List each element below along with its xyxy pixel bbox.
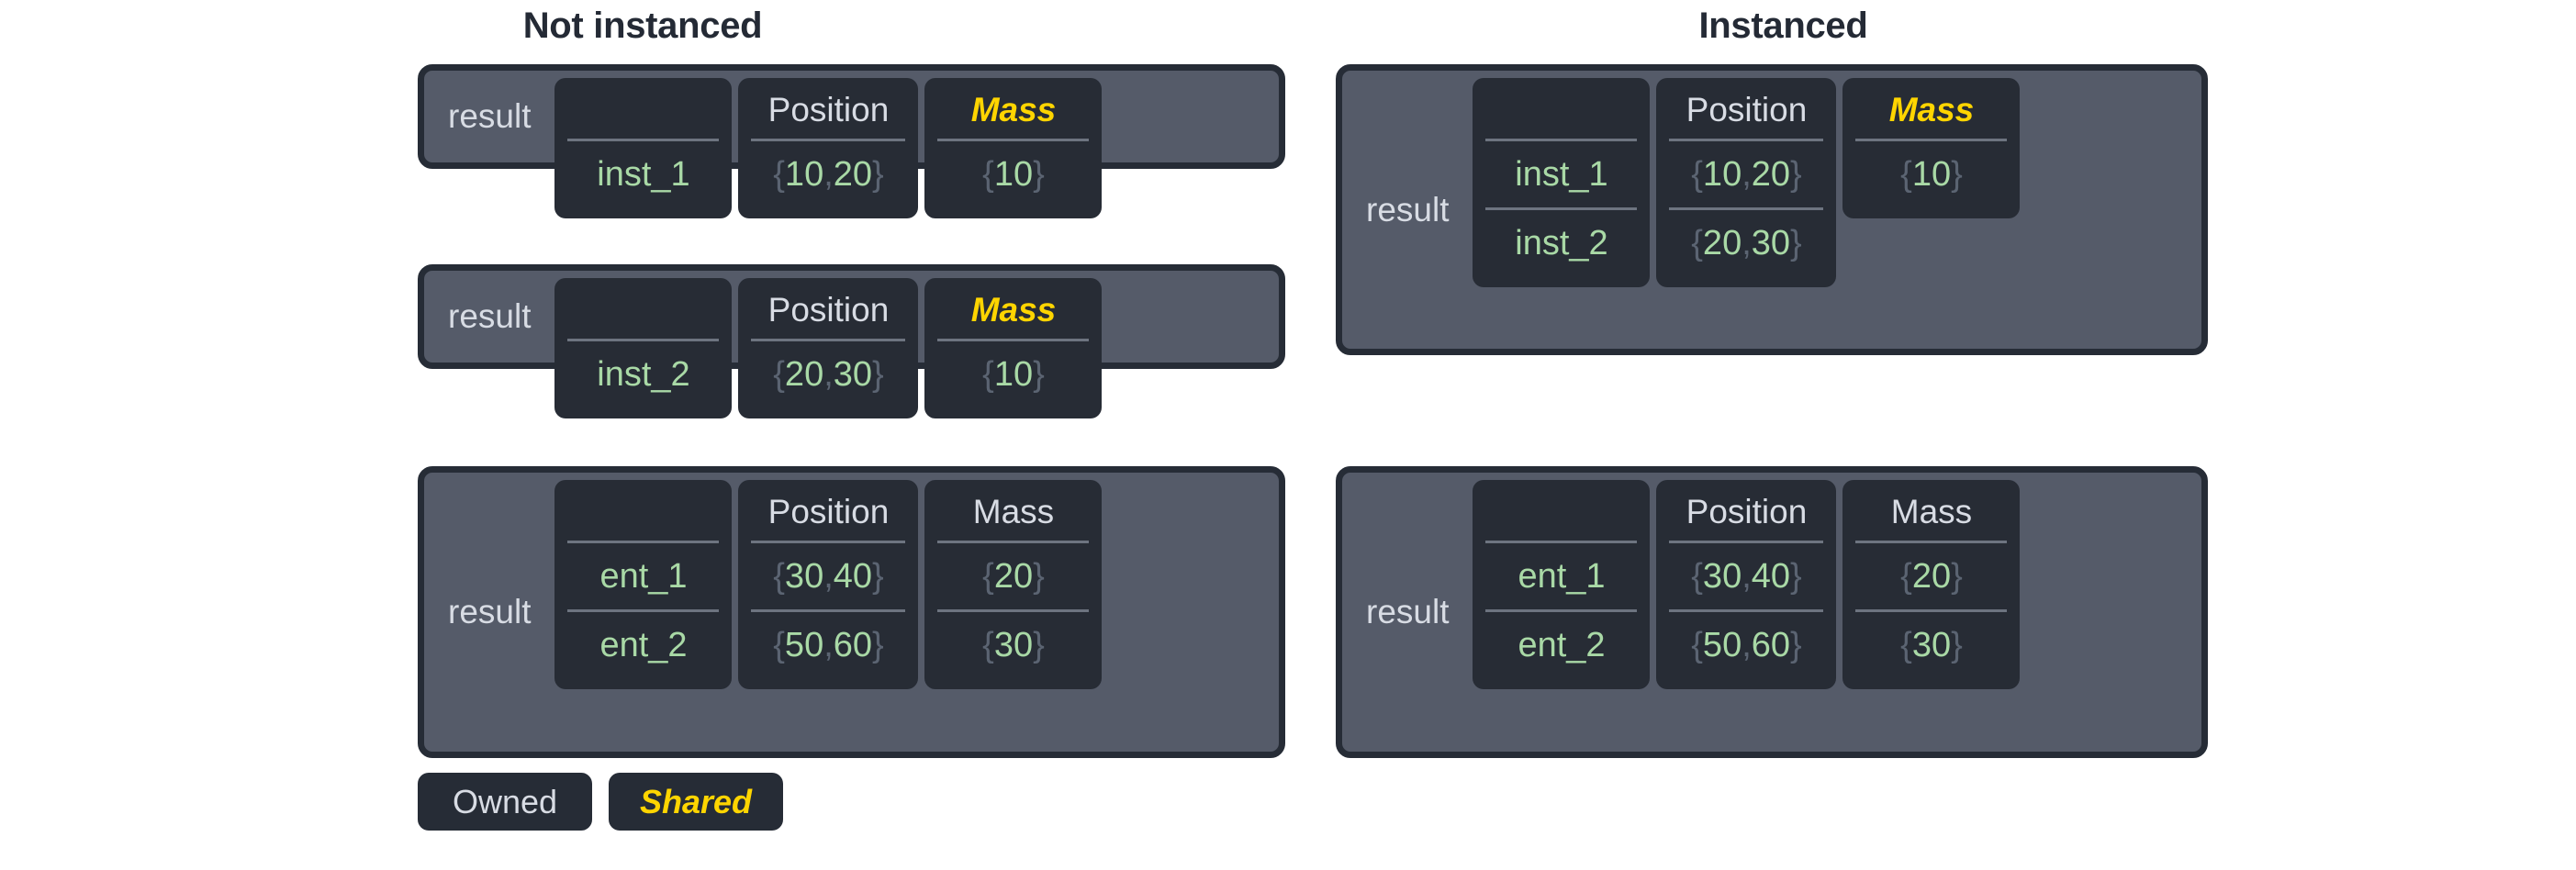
column-header-name (1485, 484, 1637, 541)
table-cell-name: inst_2 (1485, 207, 1638, 276)
table-cell-name: inst_2 (567, 339, 720, 407)
result-label: result (448, 593, 532, 630)
column-header-name (1485, 82, 1637, 139)
result-label: result (1366, 593, 1450, 630)
table-cell-name: ent_2 (1485, 609, 1638, 678)
legend: Owned Shared (418, 773, 783, 831)
column-name: inst_2 (554, 278, 733, 418)
heading-instanced: Instanced (1698, 6, 1868, 46)
table-cell-name: ent_1 (567, 541, 720, 609)
column-header-mass: Mass (972, 493, 1055, 530)
column-header-mass: Mass (970, 291, 1057, 329)
column-header-mass: Mass (1890, 493, 1973, 530)
legend-chip-owned: Owned (418, 773, 592, 831)
table-cell-name: ent_2 (567, 609, 720, 678)
column-name: inst_1 inst_2 (1473, 78, 1651, 287)
column-header-position: Position (767, 493, 890, 530)
result-label: result (448, 97, 532, 135)
result-label: result (1366, 190, 1450, 229)
column-header-mass: Mass (1888, 91, 1975, 128)
column-name: ent_1 ent_2 (1473, 480, 1651, 689)
result-label: result (448, 297, 532, 335)
table-cell-name: inst_1 (1485, 139, 1638, 207)
column-header-position: Position (1686, 91, 1808, 128)
table-cell-name: inst_1 (567, 139, 720, 207)
column-header-name (567, 282, 719, 339)
legend-chip-shared: Shared (609, 773, 783, 831)
column-header-name (567, 82, 719, 139)
table-cell-name: ent_1 (1485, 541, 1638, 609)
column-name: inst_1 (554, 78, 733, 218)
column-header-mass: Mass (970, 91, 1057, 128)
heading-not-instanced: Not instanced (522, 6, 763, 46)
column-header-position: Position (767, 91, 890, 128)
column-header-name (567, 484, 719, 541)
column-name: ent_1 ent_2 (554, 480, 733, 689)
column-header-position: Position (1686, 493, 1808, 530)
column-header-position: Position (767, 291, 890, 329)
